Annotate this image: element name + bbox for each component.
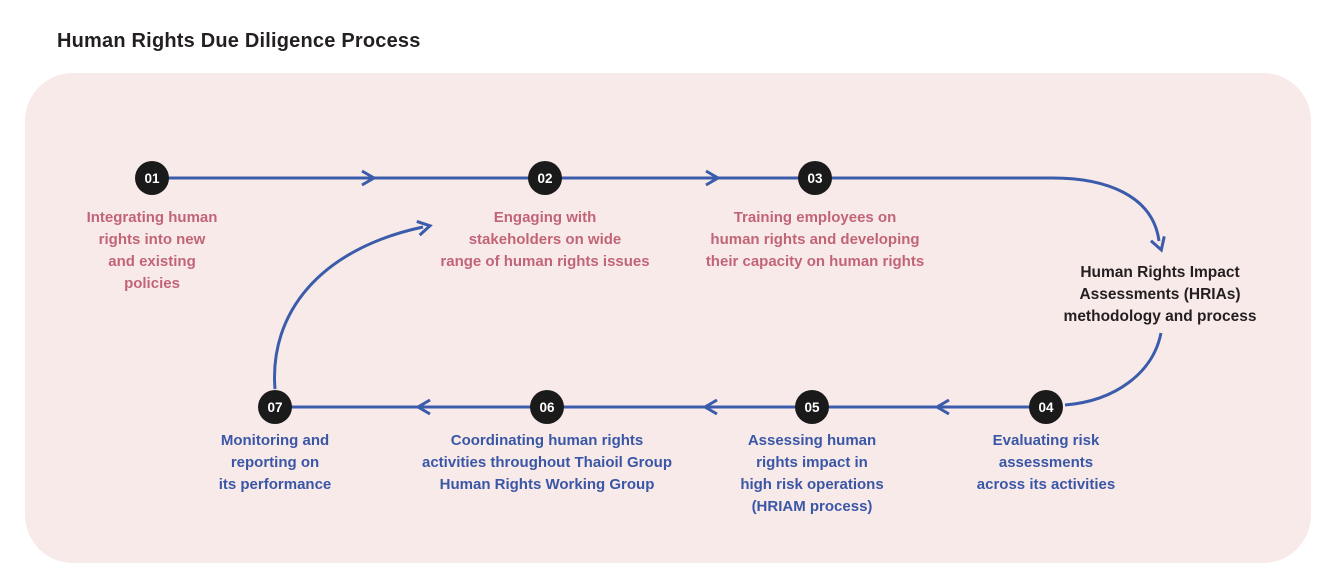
page-title: Human Rights Due Diligence Process [57, 30, 421, 52]
arrow-left-icon [934, 398, 950, 416]
arrow-right-icon [705, 169, 721, 187]
step-label-03: Training employees on human rights and d… [705, 209, 925, 270]
step-node-01: 01 [135, 161, 169, 195]
arrow-up-right-icon [416, 220, 433, 237]
step-label-01: Integrating human rights into new and ex… [86, 209, 218, 292]
step-label-07: Monitoring and reporting on its performa… [218, 432, 332, 493]
arrow-right-icon [361, 169, 377, 187]
step-label-06: Coordinating human rights activities thr… [422, 432, 672, 493]
step-node-05: 05 [795, 390, 829, 424]
flow-curve-callout-to-04 [1064, 332, 1163, 407]
step-node-07: 07 [258, 390, 292, 424]
step-node-04: 04 [1029, 390, 1063, 424]
step-node-02: 02 [528, 161, 562, 195]
process-diagram-panel: 01 02 03 04 05 06 07 Integrating human r… [25, 73, 1311, 563]
flow-curve-07-to-02 [273, 225, 424, 390]
hria-callout-label: Human Rights Impact Assessments (HRIAs) … [1063, 264, 1257, 325]
flow-line-top [152, 176, 1161, 242]
step-node-06: 06 [530, 390, 564, 424]
arrow-left-icon [415, 398, 431, 416]
step-label-02: Engaging with stakeholders on wide range… [440, 209, 650, 270]
arrow-down-icon [1149, 236, 1166, 253]
flow-lines [152, 169, 1166, 416]
arrow-left-icon [702, 398, 718, 416]
step-node-03: 03 [798, 161, 832, 195]
step-label-04: Evaluating risk assessments across its a… [976, 432, 1116, 493]
step-label-05: Assessing human rights impact in high ri… [740, 432, 884, 515]
